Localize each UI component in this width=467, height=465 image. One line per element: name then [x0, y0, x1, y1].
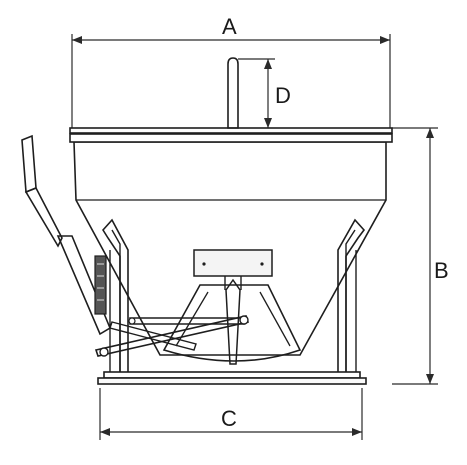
dimension-c: C: [99, 388, 363, 440]
discharge-lever: [21, 134, 250, 357]
right-frame-leg: [337, 218, 366, 379]
base-rail-top: [103, 371, 361, 379]
bucket-body: [69, 127, 393, 356]
dimension-b-label: B: [434, 258, 449, 283]
base-rail-bottom: [97, 377, 367, 385]
top-rim-lower: [69, 133, 393, 143]
base-frame: [97, 371, 367, 385]
dimension-c-label: C: [221, 406, 237, 431]
lifting-handle: [227, 57, 239, 129]
discharge-gate: [162, 249, 302, 365]
dimension-b: B: [392, 127, 449, 385]
dimension-a: A: [71, 14, 391, 130]
dimension-a-label: A: [222, 14, 237, 39]
gate-plate: [193, 249, 273, 277]
lever-spring: [94, 255, 107, 315]
dimension-d-label: D: [275, 83, 291, 108]
dimension-d: D: [238, 58, 291, 128]
